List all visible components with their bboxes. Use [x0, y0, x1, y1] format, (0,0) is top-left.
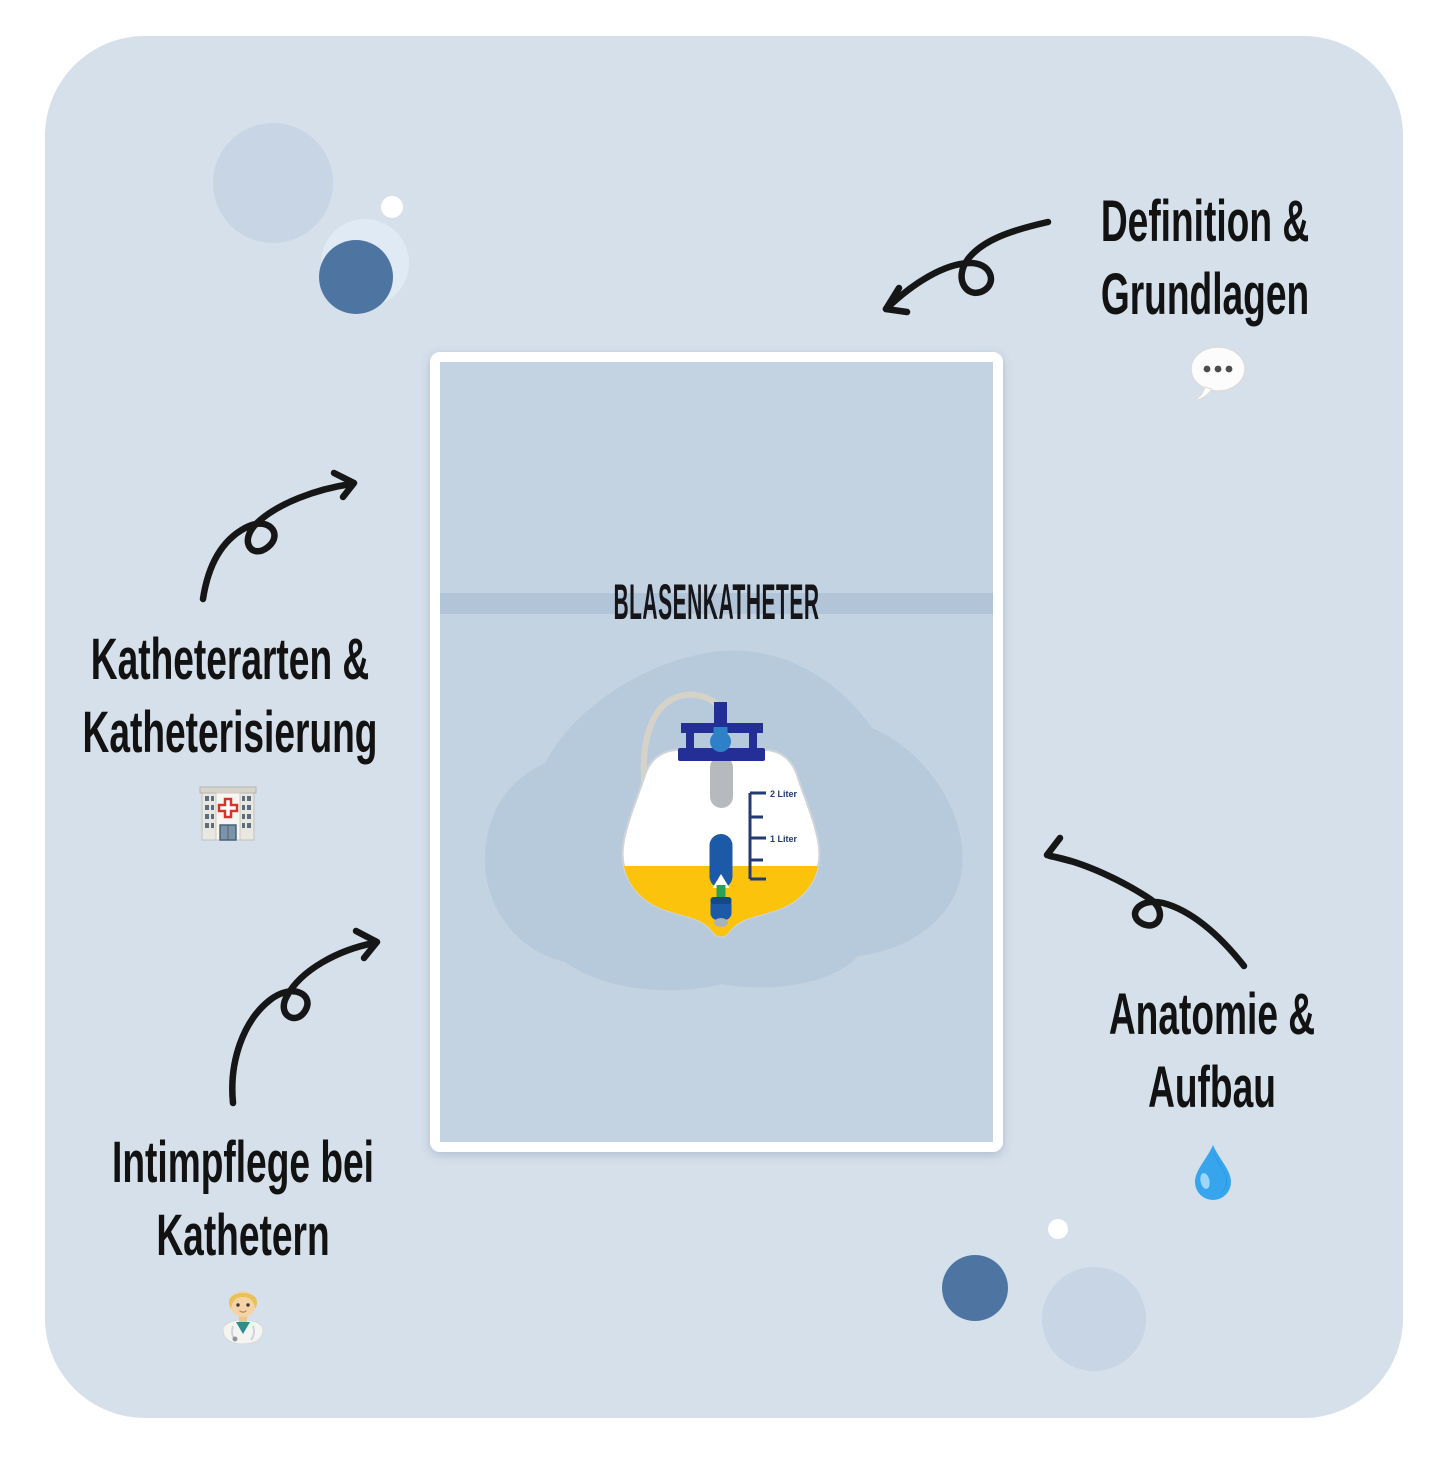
- topic-line: Definition &: [1100, 189, 1310, 254]
- topic-line: Katheterisierung: [82, 700, 378, 765]
- topic-line: Anatomie &: [1108, 982, 1316, 1047]
- decor-circle-large-top-left: [213, 123, 333, 243]
- decor-circle-dark-top-left: [319, 240, 393, 314]
- scale-label-1l: 1 Liter: [770, 834, 798, 844]
- tube-clamp-knob: [710, 731, 731, 752]
- topic-line: Aufbau: [1148, 1055, 1276, 1120]
- male-health-worker-icon: [222, 1291, 264, 1344]
- topic-definition-grundlagen[interactable]: Definition & Grundlagen: [1045, 185, 1365, 331]
- speech-bubble-icon: [1190, 346, 1246, 401]
- central-topic-card[interactable]: BLASENKATHETER: [430, 352, 1003, 1152]
- topic-anatomie[interactable]: Anatomie & Aufbau: [1052, 978, 1372, 1124]
- urine-bag-illustration: 2 Liter 1 Liter: [484, 650, 963, 991]
- topic-intimpflege[interactable]: Intimpflege bei Kathetern: [83, 1126, 403, 1272]
- decor-dot-white-bottom-right: [1048, 1219, 1068, 1239]
- topic-line: Katheterarten &: [90, 627, 370, 692]
- volume-scale: [748, 791, 766, 881]
- decor-circle-large-bottom-right: [1042, 1267, 1146, 1371]
- card-title: BLASENKATHETER: [613, 573, 820, 630]
- decor-circle-dark-bottom-right: [942, 1255, 1008, 1321]
- topic-line: Grundlagen: [1100, 262, 1310, 327]
- topic-line: Intimpflege bei: [112, 1130, 374, 1195]
- title-band: [440, 593, 993, 614]
- drip-chamber: [710, 756, 733, 808]
- topic-katheterarten[interactable]: Katheterarten & Katheterisierung: [70, 623, 390, 769]
- outlet-valve: [709, 834, 733, 927]
- topic-line: Kathetern: [156, 1203, 330, 1268]
- decor-dot-white-top-left: [381, 196, 403, 218]
- hospital-icon: [199, 786, 257, 841]
- droplet-icon: [1195, 1145, 1231, 1200]
- scale-label-2l: 2 Liter: [770, 789, 798, 799]
